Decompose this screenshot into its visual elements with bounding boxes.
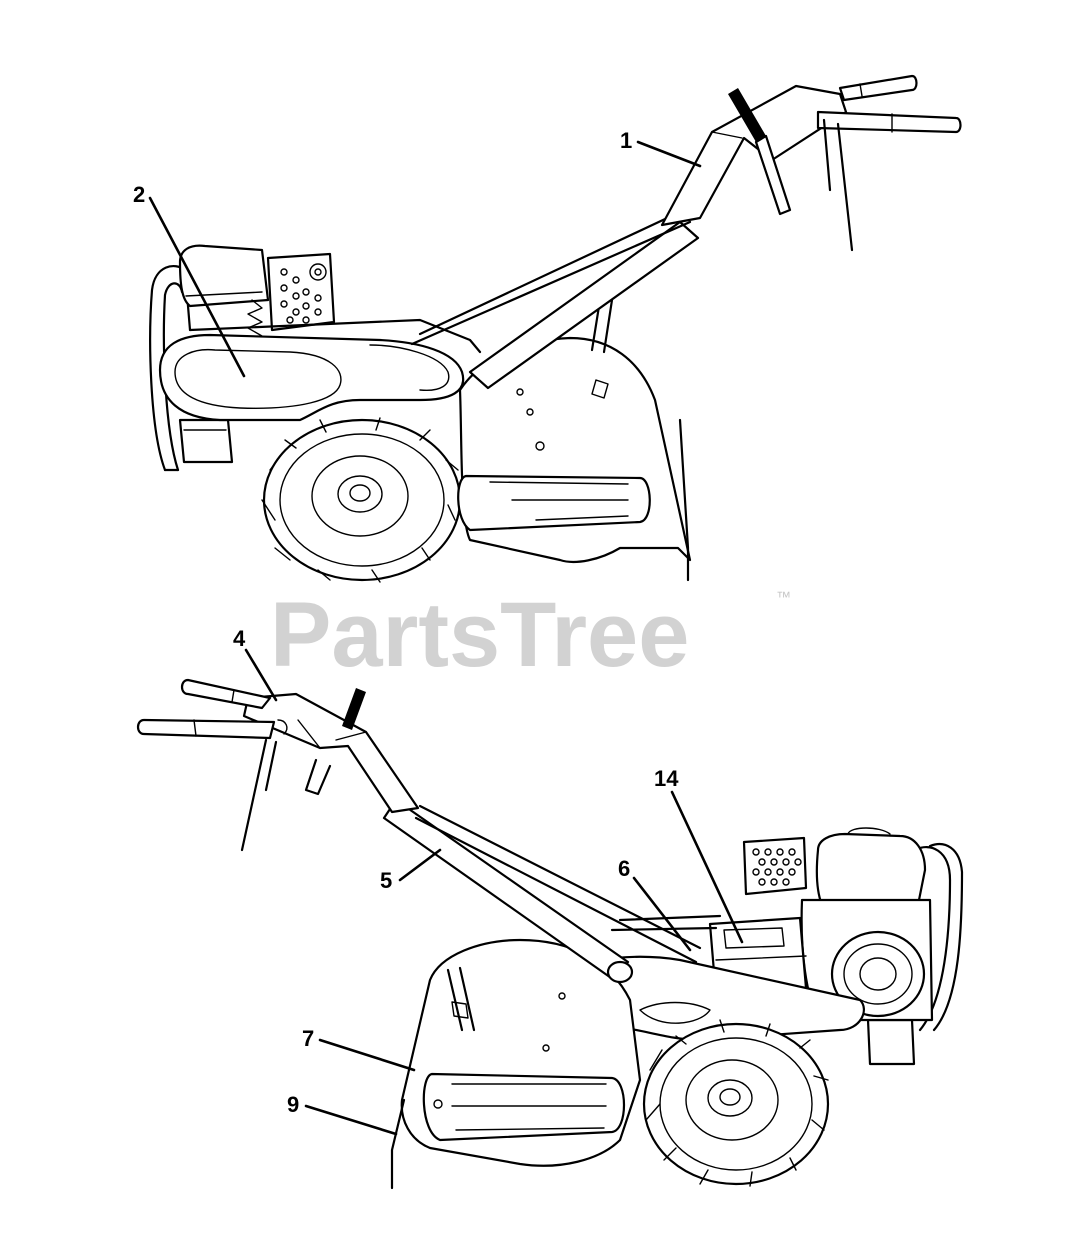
leader-1 [636, 140, 702, 168]
watermark-text: PartsTree [270, 584, 689, 686]
callout-4: 4 [233, 626, 246, 651]
watermark-trademark: ™ [776, 589, 791, 606]
leader-6 [632, 876, 692, 952]
upper-wheel [261, 417, 462, 583]
callout-7: 7 [302, 1026, 314, 1051]
tiller-upper-illustration [149, 74, 962, 583]
tiller-lower-illustration [136, 678, 964, 1190]
leader-7 [318, 1038, 416, 1072]
callout-9: 9 [287, 1092, 299, 1117]
callout-2: 2 [133, 182, 145, 207]
leader-2 [148, 196, 246, 378]
callout-leaders [148, 140, 744, 1136]
leader-9 [304, 1104, 398, 1136]
callout-14: 14 [654, 766, 679, 791]
lower-wheel [642, 1019, 830, 1187]
leader-5 [398, 848, 442, 882]
callout-5: 5 [380, 868, 392, 893]
callout-1: 1 [620, 128, 632, 153]
leader-14 [670, 790, 744, 944]
leader-4 [244, 648, 278, 702]
callout-6: 6 [618, 856, 630, 881]
